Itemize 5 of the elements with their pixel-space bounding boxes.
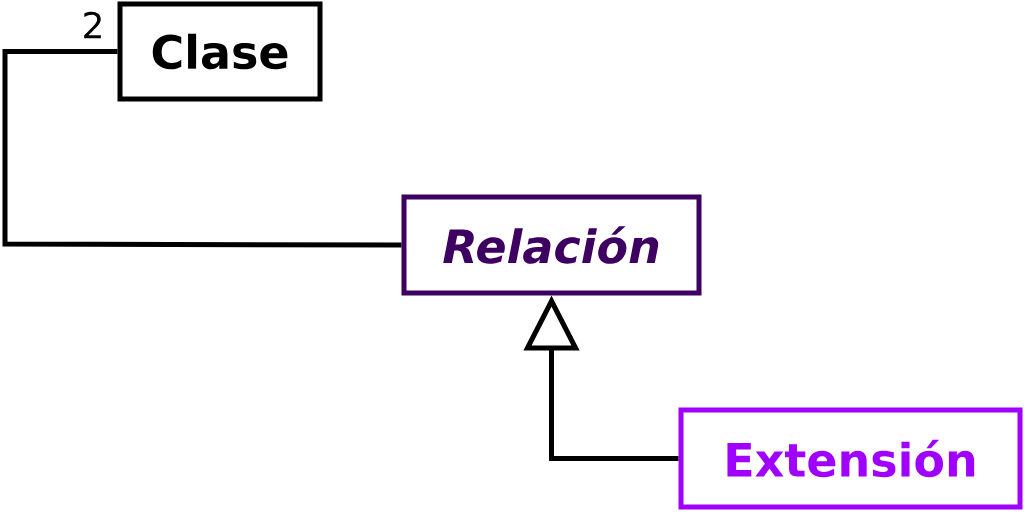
connector-line [2,49,402,248]
multiplicity-label: 2 [84,11,101,39]
class-box: Clase [117,1,323,102]
class-box: Relación [401,194,702,296]
class-box: Extensión [678,407,1023,510]
